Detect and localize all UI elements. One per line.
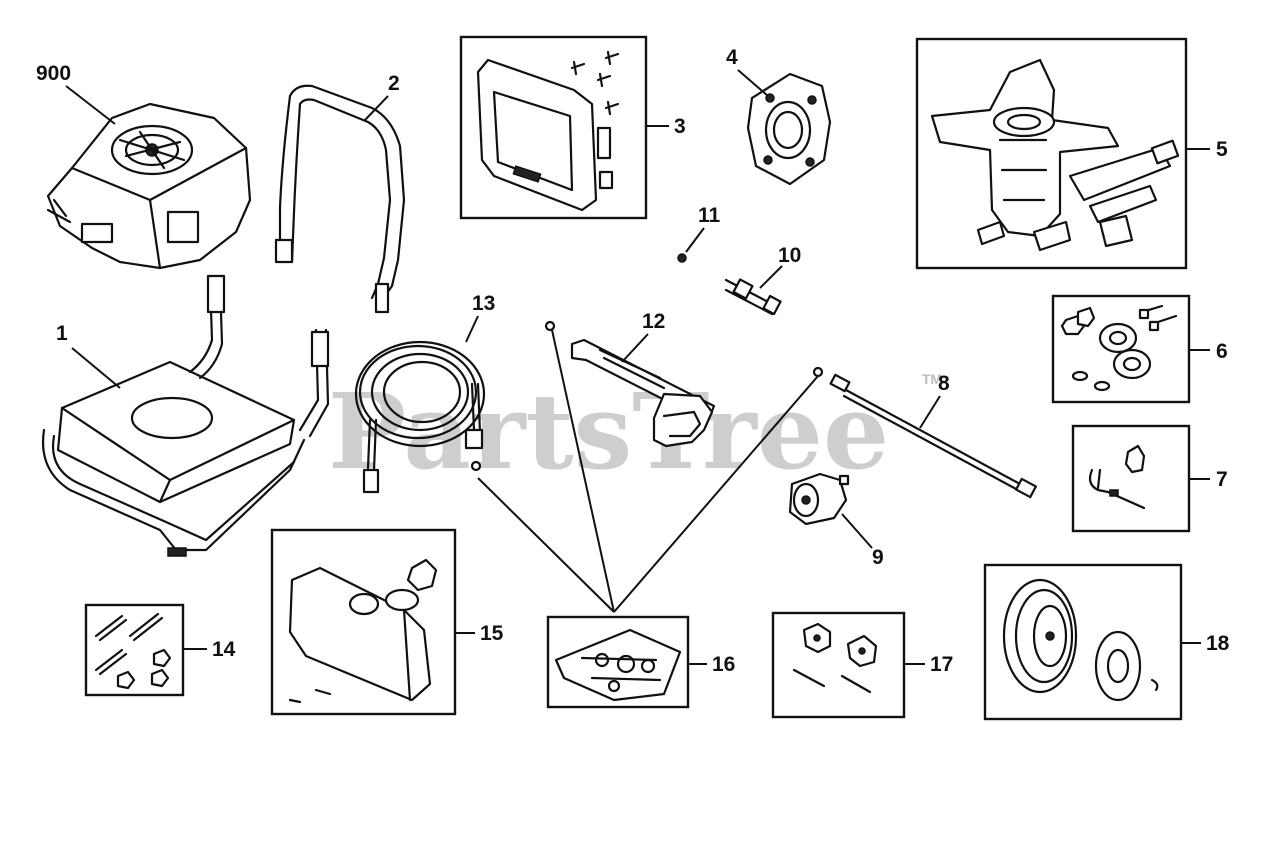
callout-17: 17 xyxy=(930,653,953,676)
callout-10: 10 xyxy=(778,244,801,267)
leader-16-a xyxy=(477,477,615,613)
callout-3: 3 xyxy=(674,115,686,138)
box-part-15 xyxy=(270,528,457,716)
box-part-16 xyxy=(546,615,690,709)
callout-2: 2 xyxy=(388,72,400,95)
leader-4 xyxy=(737,69,769,97)
watermark-text: PartsTree xyxy=(328,370,889,493)
part-10-shaft[interactable] xyxy=(724,278,782,316)
callout-6: 6 xyxy=(1216,340,1228,363)
leader-10 xyxy=(759,265,783,289)
part-9-nozzle[interactable] xyxy=(788,472,850,526)
leader-8 xyxy=(919,395,941,429)
leader-16-b xyxy=(551,329,615,613)
callout-4: 4 xyxy=(726,46,738,69)
leader-9 xyxy=(841,513,873,549)
callout-13: 13 xyxy=(472,292,495,315)
leader-900 xyxy=(65,85,116,125)
callout-11: 11 xyxy=(698,204,721,227)
part-2-handle[interactable] xyxy=(274,84,406,314)
callout-9: 9 xyxy=(872,546,884,569)
box-part-14 xyxy=(84,603,185,697)
callout-16: 16 xyxy=(712,653,735,676)
part-6-bearings[interactable] xyxy=(1060,304,1178,392)
callout-900: 900 xyxy=(36,62,71,85)
callout-8: 8 xyxy=(938,372,950,395)
part-15-tank[interactable] xyxy=(288,558,438,704)
part-900-engine[interactable] xyxy=(46,102,252,270)
box-part-3 xyxy=(459,35,648,220)
callout-12: 12 xyxy=(642,310,665,333)
box-part-17 xyxy=(771,611,906,719)
part-12-spray-gun[interactable] xyxy=(544,320,716,448)
part-4-flange[interactable] xyxy=(746,72,832,186)
trademark-mark: TM xyxy=(922,371,942,387)
part-1-frame[interactable] xyxy=(42,274,330,557)
leader-12 xyxy=(621,333,649,363)
box-part-5 xyxy=(915,37,1188,270)
part-17-knobs[interactable] xyxy=(792,622,878,694)
part-5-pump[interactable] xyxy=(930,58,1180,252)
part-8-wand[interactable] xyxy=(812,366,1037,499)
callout-14: 14 xyxy=(212,638,236,661)
part-16-decals[interactable] xyxy=(554,628,682,702)
callout-7: 7 xyxy=(1216,468,1228,491)
part-3-panel[interactable] xyxy=(476,50,620,212)
callout-5: 5 xyxy=(1216,138,1228,161)
leader-13 xyxy=(465,315,479,343)
part-13-hose[interactable] xyxy=(354,340,486,494)
leader-16-c xyxy=(613,375,819,613)
part-14-bolts[interactable] xyxy=(94,612,172,690)
callout-15: 15 xyxy=(480,622,504,645)
part-11-nut[interactable] xyxy=(677,253,687,263)
part-7-fittings[interactable] xyxy=(1088,444,1146,510)
leader-11 xyxy=(685,227,705,253)
part-18-wheel[interactable] xyxy=(1002,578,1159,702)
callout-1: 1 xyxy=(56,322,68,345)
callout-18: 18 xyxy=(1206,632,1230,655)
leader-2 xyxy=(364,95,389,121)
leader-1 xyxy=(71,347,121,389)
